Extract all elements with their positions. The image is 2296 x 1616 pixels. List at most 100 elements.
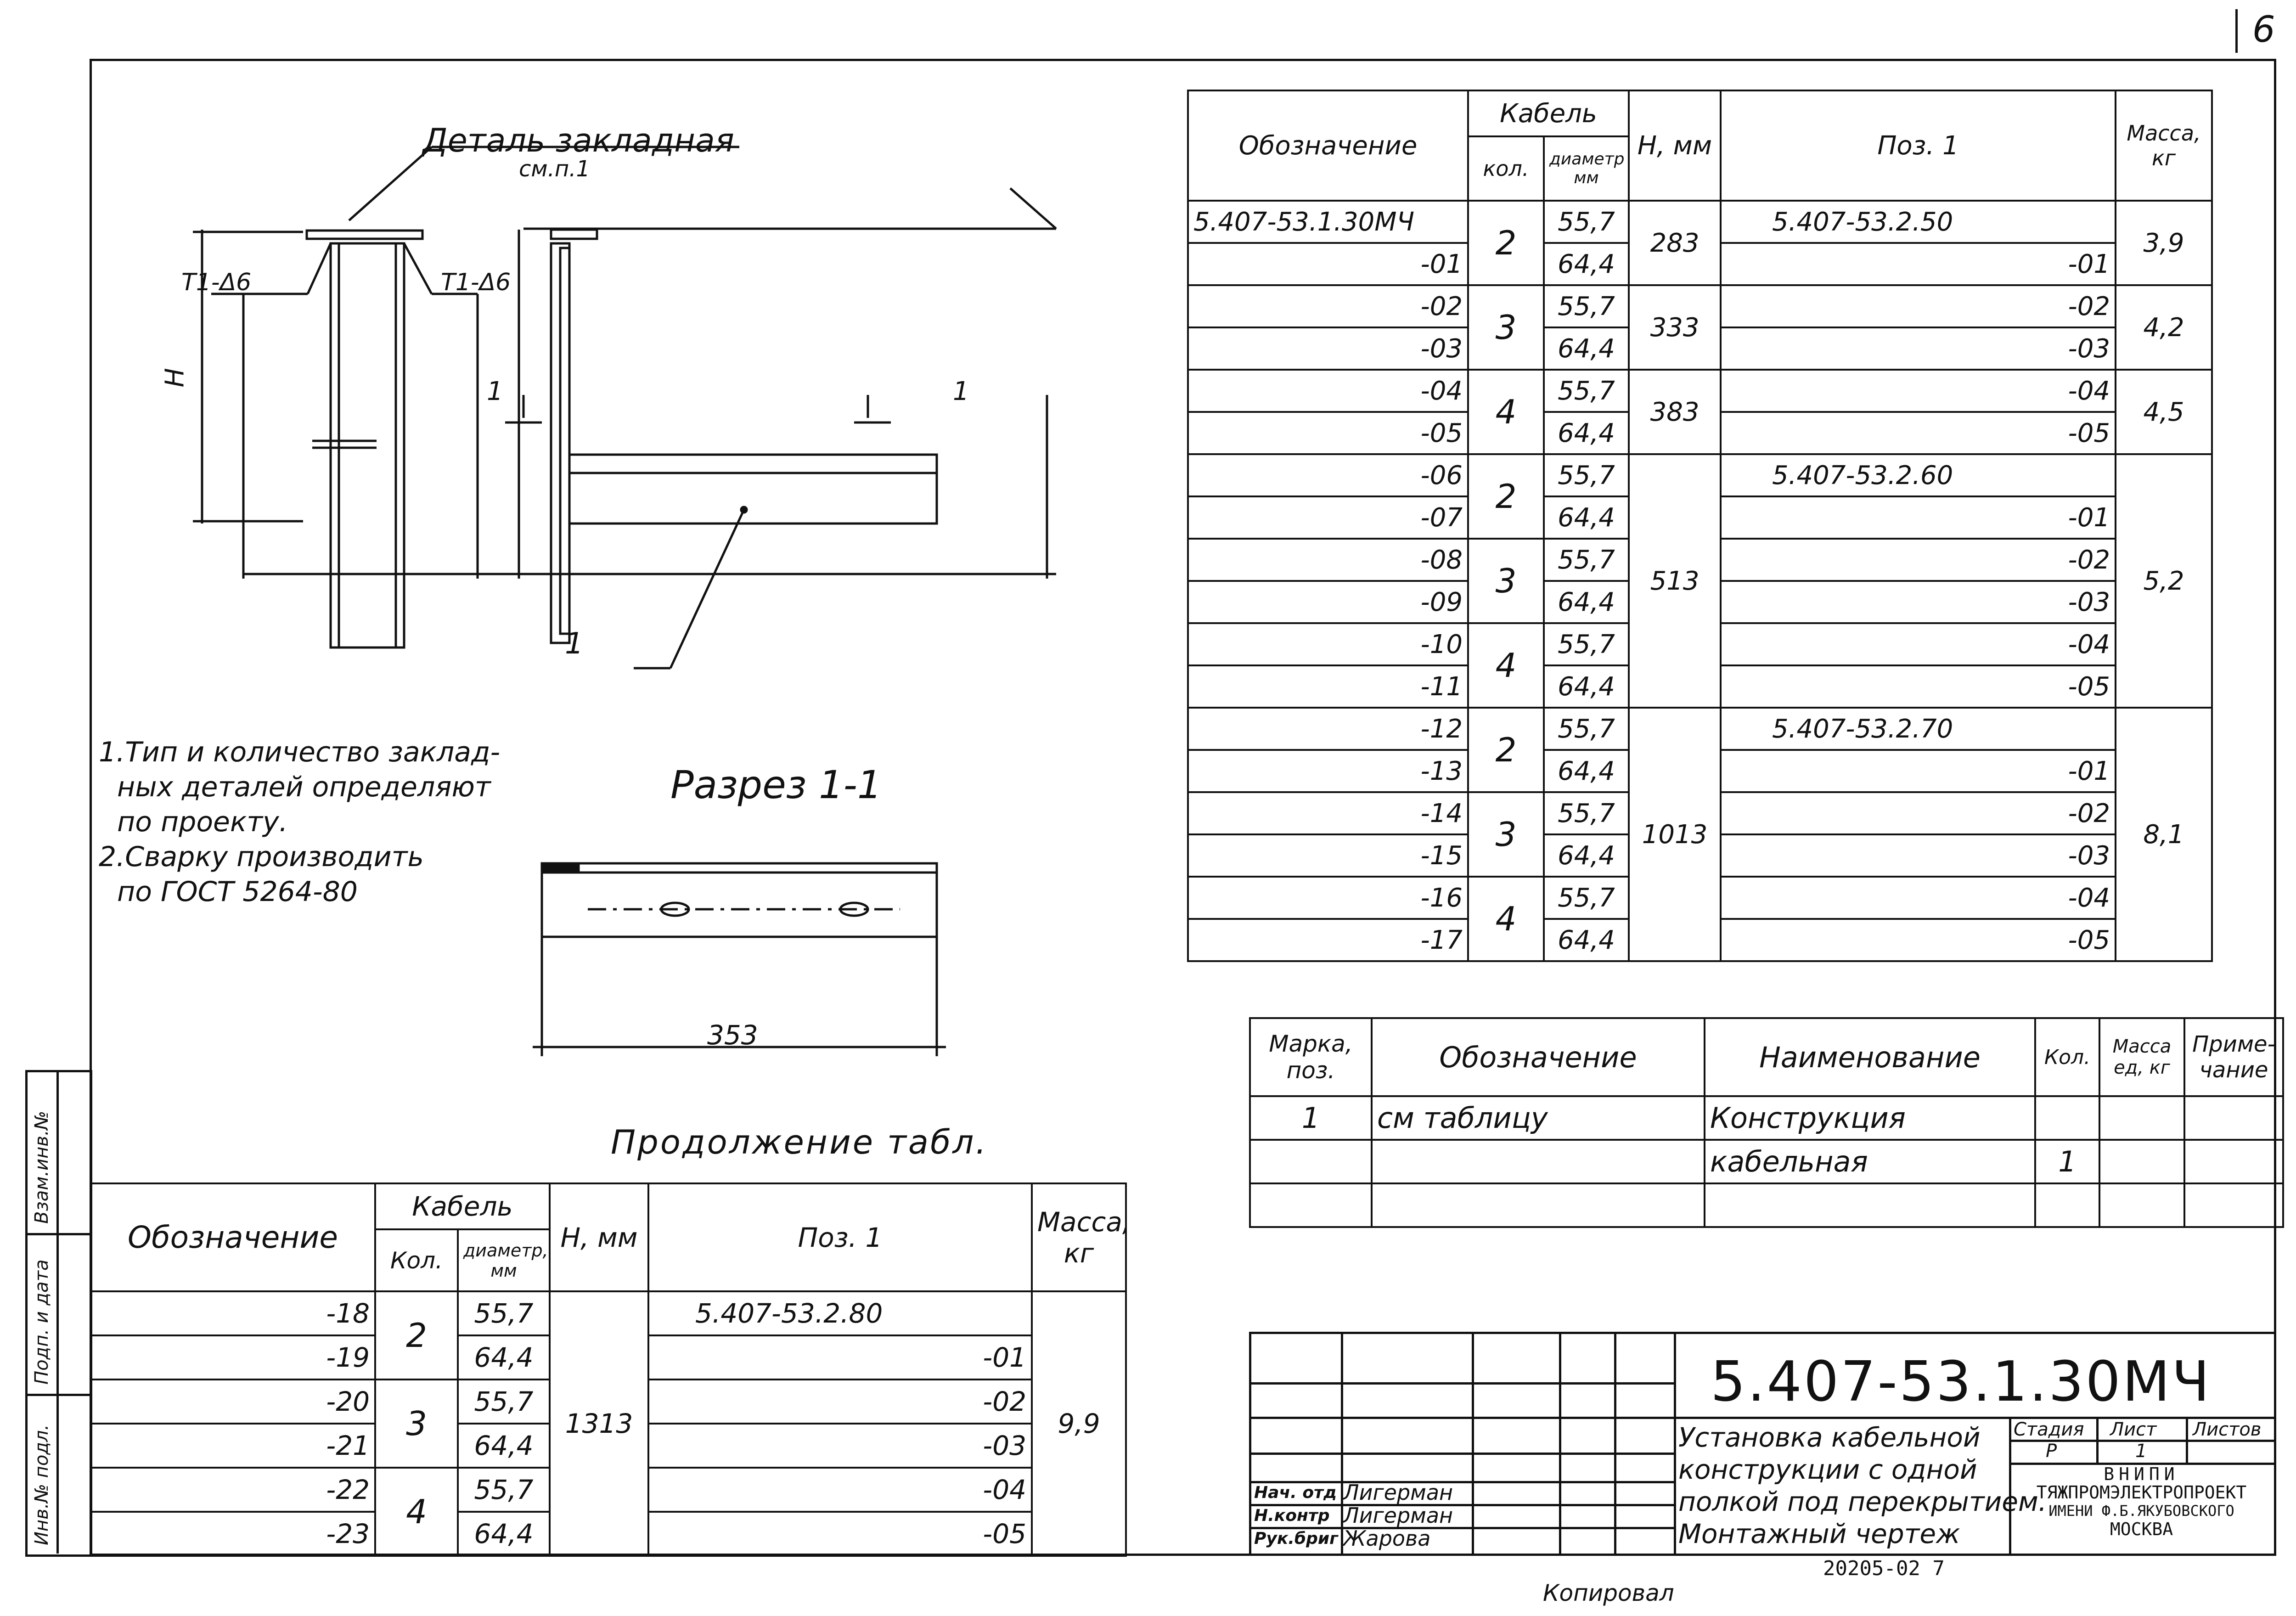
cell-qty: 4 xyxy=(1467,622,1545,709)
spec-col-mass: Масса ед, кг xyxy=(2099,1017,2185,1097)
cell-qty: 2 xyxy=(374,1290,459,1380)
spec-qty: 1 xyxy=(2034,1139,2100,1184)
cell-pos: -04 xyxy=(1720,876,2117,920)
cell-qty: 4 xyxy=(374,1467,459,1557)
pos-leader xyxy=(669,509,745,669)
cell-diameter: 55,7 xyxy=(1542,622,1630,666)
cell-pos: -03 xyxy=(1720,833,2117,878)
cell-designation: -16 xyxy=(1187,876,1469,920)
cell-designation: -17 xyxy=(1187,918,1469,962)
cell-h: 333 xyxy=(1628,284,1722,371)
spec-empty xyxy=(2099,1139,2185,1184)
cont-table-title: Продолжение табл. xyxy=(611,1123,988,1161)
dim-h-label: Н xyxy=(160,368,190,388)
cell-qty: 3 xyxy=(1467,538,1545,624)
cell-qty: 4 xyxy=(1467,876,1545,962)
tb-line xyxy=(1674,1334,1676,1554)
spec-col-designation: Обозначение xyxy=(1371,1017,1705,1097)
cont-col-mass: Масса, кг xyxy=(1031,1182,1127,1292)
cell-qty: 3 xyxy=(374,1379,459,1469)
cell-diameter: 64,4 xyxy=(1542,242,1630,286)
cell-diameter: 55,7 xyxy=(1542,791,1630,835)
sheet-label: Лист xyxy=(2110,1419,2157,1440)
tb-line xyxy=(2009,1417,2011,1554)
cell-designation: -03 xyxy=(1187,327,1469,371)
cell-pos: -03 xyxy=(1720,327,2117,371)
spec-empty xyxy=(1371,1182,1705,1228)
tb-line xyxy=(1251,1504,1674,1506)
tb-line xyxy=(1559,1334,1561,1554)
position-callout: 1 xyxy=(565,627,584,661)
cell-pos: -01 xyxy=(1720,495,2117,540)
page-number: 6 xyxy=(2252,9,2275,51)
cell-diameter: 55,7 xyxy=(1542,538,1630,582)
cell-diameter: 64,4 xyxy=(1542,327,1630,371)
cell-mass: 5,2 xyxy=(2115,453,2213,709)
cell-designation: -02 xyxy=(1187,284,1469,328)
cell-diameter: 55,7 xyxy=(457,1379,551,1425)
organization: ВНИПИ ТЯЖПРОМЭЛЕКТРОПРОЕКТ ИМЕНИ Ф.Б.ЯКУ… xyxy=(2009,1465,2274,1538)
tb-line xyxy=(1341,1334,1343,1554)
cell-designation: -05 xyxy=(1187,411,1469,455)
bracket-post-side-inner xyxy=(559,247,571,635)
cell-pos: -04 xyxy=(1720,369,2117,413)
staff-name-1: Лигерман xyxy=(1343,1480,1453,1505)
cell-pos: -03 xyxy=(647,1423,1033,1469)
cell-pos: -05 xyxy=(647,1511,1033,1557)
staff-name-2: Лигерман xyxy=(1343,1503,1453,1528)
cont-col-cable: Кабель xyxy=(374,1182,551,1230)
cell-diameter: 64,4 xyxy=(1542,411,1630,455)
cell-designation: -08 xyxy=(1187,538,1469,582)
org-line: ВНИПИ xyxy=(2104,1464,2179,1484)
leader-line xyxy=(348,146,433,221)
sheets-label: Листов xyxy=(2193,1419,2262,1440)
cell-designation: -10 xyxy=(1187,622,1469,666)
spec-empty xyxy=(2183,1095,2284,1141)
cell-qty: 3 xyxy=(1467,791,1545,878)
weld-leader xyxy=(403,242,433,295)
spec-empty xyxy=(2034,1095,2100,1141)
tb-line xyxy=(1251,1417,1674,1419)
stamp-orig-inv: Инв.№ подл. xyxy=(31,1424,52,1545)
cell-diameter: 55,7 xyxy=(1542,369,1630,413)
cell-designation: -19 xyxy=(90,1334,376,1380)
table-row: -03 64,4 -03 xyxy=(1187,327,2212,371)
stamp-replace-inv: Взам.инв.№ xyxy=(31,1110,52,1224)
cell-diameter: 64,4 xyxy=(1542,664,1630,709)
cell-pos: -02 xyxy=(1720,791,2117,835)
cell-designation: -21 xyxy=(90,1423,376,1469)
section-title: Разрез 1-1 xyxy=(670,762,882,807)
col-pos: Поз. 1 xyxy=(1720,90,2117,202)
cont-col-h: Н, мм xyxy=(549,1182,649,1292)
side-stamp: Взам.инв.№ Подп. и дата Инв.№ подл. xyxy=(25,1070,92,1557)
col-qty: кол. xyxy=(1467,135,1545,202)
drawing-title: Установка кабельной конструкции с одной … xyxy=(1678,1421,2047,1550)
cell-pos: -02 xyxy=(1720,284,2117,328)
cell-designation: -07 xyxy=(1187,495,1469,540)
spec-col-mark: Марка, поз. xyxy=(1249,1017,1373,1097)
cell-diameter: 64,4 xyxy=(1542,833,1630,878)
cell-h: 1013 xyxy=(1628,707,1722,962)
cell-diameter: 64,4 xyxy=(1542,495,1630,540)
staff-role-3: Рук.бриг xyxy=(1254,1529,1338,1548)
main-table: Обозначение Кабель Н, мм Поз. 1 Масса, к… xyxy=(1187,90,2213,962)
cell-h: 383 xyxy=(1628,369,1722,455)
title-block: Нач. отд Лигерман Н.контр Лигерман Рук.б… xyxy=(1249,1332,2274,1554)
cell-designation: -11 xyxy=(1187,664,1469,709)
sheet-value: 1 xyxy=(2135,1441,2147,1462)
note-line: по ГОСТ 5264-80 xyxy=(117,876,358,908)
spec-col-name: Наименование xyxy=(1704,1017,2036,1097)
spec-col-note: Приме-чание xyxy=(2183,1017,2284,1097)
staff-role-1: Нач. отд xyxy=(1254,1483,1337,1502)
